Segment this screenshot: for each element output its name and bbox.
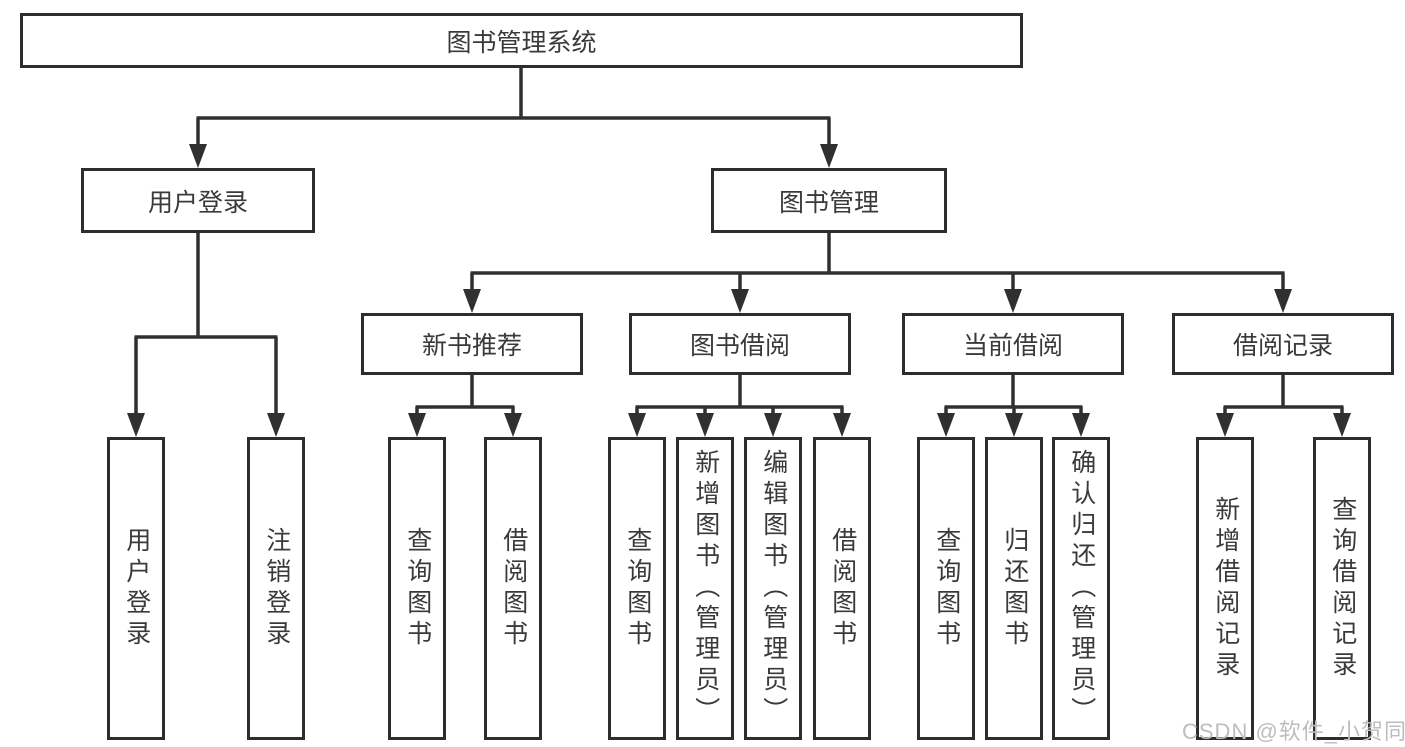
- leaf-user-login: 用户登录: [107, 437, 165, 740]
- leaf-logout: 注销登录: [247, 437, 305, 740]
- leaf-query-books-borrowing: 查询图书: [608, 437, 666, 740]
- leaf-borrow-books-recommend: 借阅图书: [484, 437, 542, 740]
- node-book-management: 图书管理: [711, 168, 947, 233]
- leaf-query-borrow-record: 查询借阅记录: [1313, 437, 1371, 740]
- leaf-add-book-admin: 新增图书（管理员）: [676, 437, 734, 740]
- leaf-add-borrow-record: 新增借阅记录: [1196, 437, 1254, 740]
- leaf-query-books-current: 查询图书: [917, 437, 975, 740]
- csdn-watermark: CSDN @软件_小贺同学: [1182, 719, 1405, 744]
- leaf-confirm-return-admin: 确认归还（管理员）: [1052, 437, 1110, 740]
- leaf-borrow-books-borrowing: 借阅图书: [813, 437, 871, 740]
- node-new-book-recommend: 新书推荐: [361, 313, 583, 375]
- node-user-login: 用户登录: [81, 168, 315, 233]
- node-book-borrowing: 图书借阅: [629, 313, 851, 375]
- node-library-management-system: 图书管理系统: [20, 13, 1023, 68]
- leaf-return-book: 归还图书: [985, 437, 1043, 740]
- node-current-borrowing: 当前借阅: [902, 313, 1124, 375]
- leaf-edit-book-admin: 编辑图书（管理员）: [744, 437, 802, 740]
- node-borrowing-records: 借阅记录: [1172, 313, 1394, 375]
- leaf-query-books-recommend: 查询图书: [388, 437, 446, 740]
